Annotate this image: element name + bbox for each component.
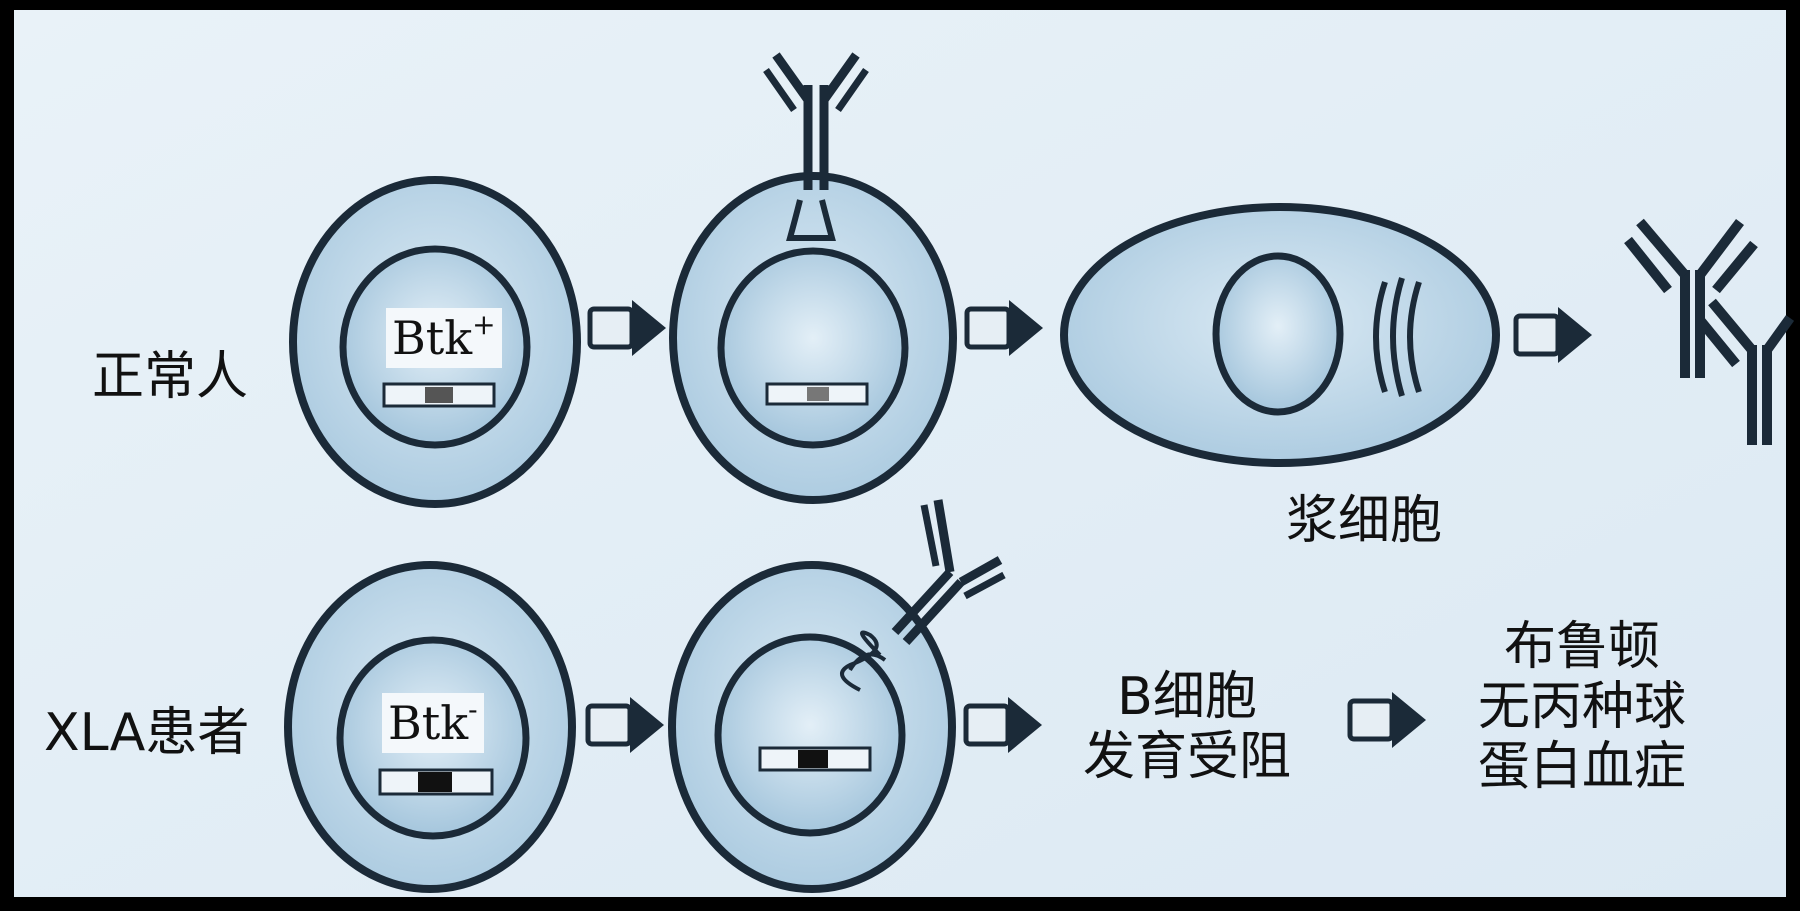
gene-segment-icon xyxy=(758,746,872,772)
arrow-right-icon xyxy=(963,697,1042,753)
gene-segment-icon xyxy=(378,768,494,796)
b-cell-receptor-icon xyxy=(840,499,1006,692)
plasma-cell xyxy=(1060,203,1500,467)
golgi-icon xyxy=(1373,277,1422,397)
btk-sign: + xyxy=(472,308,496,341)
btk-gene-name: Btk xyxy=(388,696,469,750)
xla-arrested-b-cell xyxy=(668,499,1006,893)
b-cell-receptor-icon xyxy=(763,52,869,241)
btk-minus-label: Btk- xyxy=(382,693,484,753)
gene-segment-icon xyxy=(765,382,869,406)
arrow-right-icon xyxy=(1513,307,1592,363)
outcome-line-1: 布鲁顿 xyxy=(1503,617,1660,677)
xla-pro-b-cell xyxy=(284,561,576,893)
block-line-1: B细胞 xyxy=(1117,667,1257,727)
arrow-right-icon xyxy=(1347,692,1426,748)
antibody-icon xyxy=(1696,298,1795,445)
btk-gene-name: Btk xyxy=(392,311,473,365)
block-line-2: 发育受阻 xyxy=(1082,726,1291,787)
btk-plus-label: Btk+ xyxy=(386,308,502,368)
btk-sign: - xyxy=(468,693,478,726)
gene-segment-icon xyxy=(382,382,496,408)
outcome-line-3: 蛋白血症 xyxy=(1477,736,1686,797)
arrow-right-icon xyxy=(585,697,664,753)
antibody-icon xyxy=(1624,218,1758,378)
arrow-right-icon xyxy=(964,300,1043,356)
normal-b-cell-with-receptor xyxy=(669,52,957,504)
arrow-right-icon xyxy=(587,300,666,356)
row-label-xla: XLA患者 xyxy=(44,703,250,763)
row-label-normal: 正常人 xyxy=(92,347,249,407)
outcome-line-2: 无丙种球 xyxy=(1477,676,1686,737)
b-cell-block-label: B细胞 发育受阻 xyxy=(1062,667,1312,788)
outcome-label: 布鲁顿 无丙种球 蛋白血症 xyxy=(1452,617,1712,797)
plasma-cell-label: 浆细胞 xyxy=(1286,491,1443,551)
